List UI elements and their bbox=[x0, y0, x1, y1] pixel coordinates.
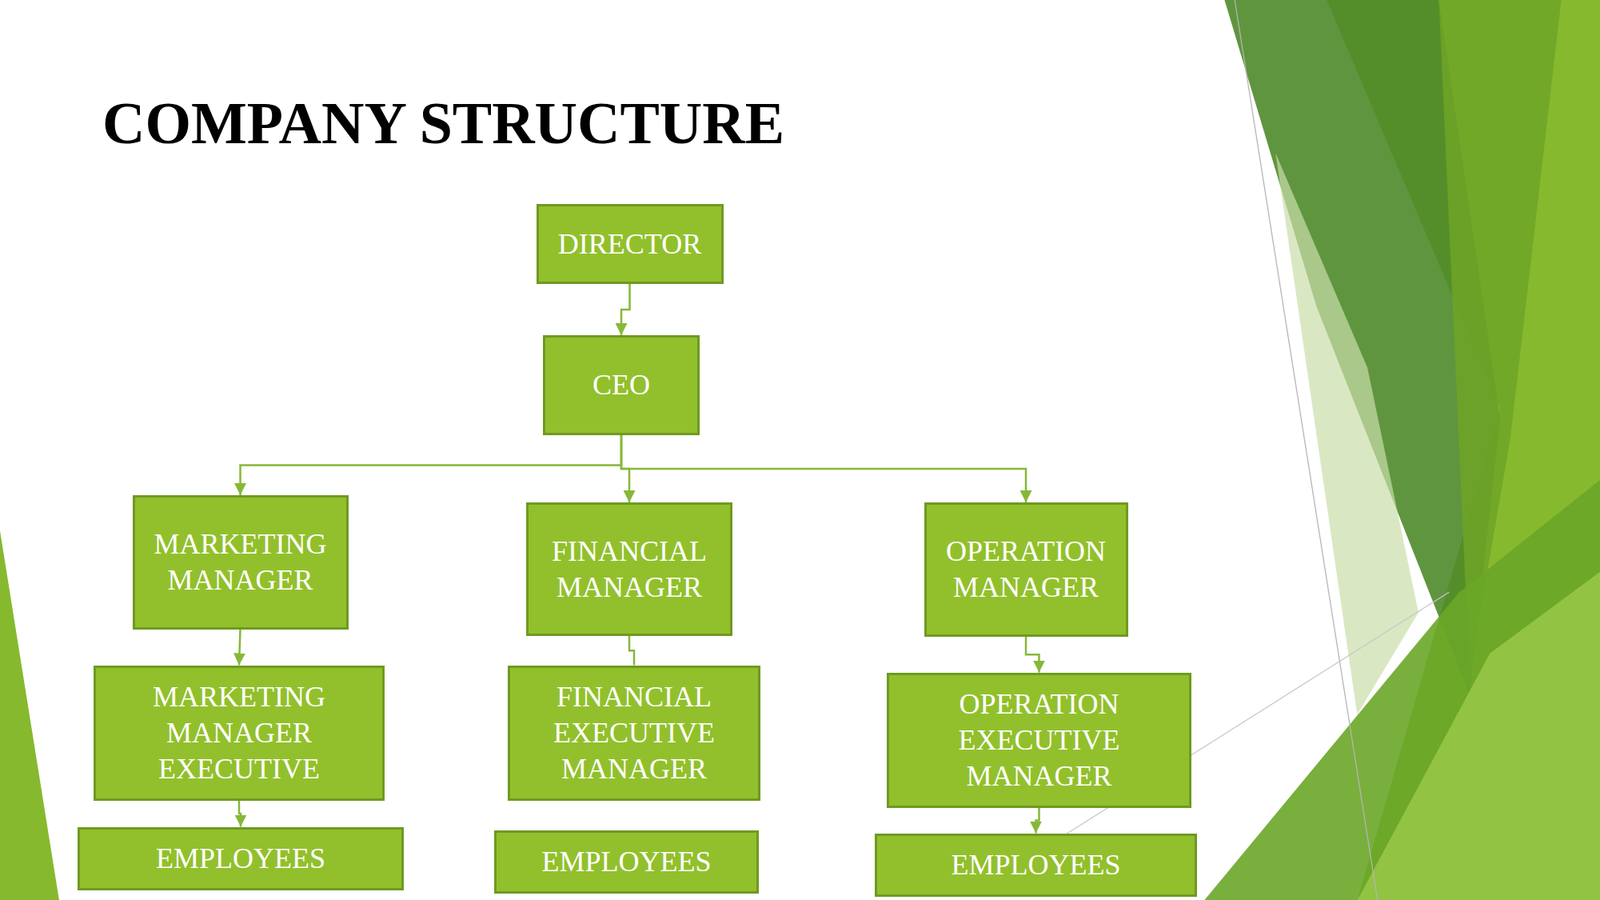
connector-arrow bbox=[240, 434, 623, 495]
org-box: MARKETING MANAGER bbox=[132, 494, 349, 630]
box-label: CEO bbox=[592, 367, 651, 403]
connector-arrow bbox=[239, 800, 241, 827]
org-box: FINANCIAL EXECUTIVE MANAGER bbox=[507, 665, 761, 801]
connector-arrow bbox=[1036, 807, 1040, 834]
org-box: EMPLOYEES bbox=[494, 829, 759, 894]
org-box: EMPLOYEES bbox=[77, 826, 404, 890]
box-label: MARKETING MANAGER EXECUTIVE bbox=[95, 678, 383, 787]
box-label: FINANCIAL EXECUTIVE MANAGER bbox=[510, 678, 759, 787]
org-box: FINANCIAL MANAGER bbox=[526, 502, 733, 636]
org-box: CEO bbox=[542, 335, 700, 435]
org-box: DIRECTOR bbox=[536, 203, 724, 284]
box-label: OPERATION MANAGER bbox=[926, 533, 1126, 606]
box-label: EMPLOYEES bbox=[155, 840, 326, 877]
box-label: EMPLOYEES bbox=[541, 843, 711, 880]
light-green-band bbox=[1356, 571, 1600, 900]
green-band bbox=[1204, 479, 1600, 900]
box-label: FINANCIAL MANAGER bbox=[528, 533, 731, 606]
connector-arrow bbox=[629, 635, 635, 666]
box-label: OPERATION EXECUTIVE MANAGER bbox=[889, 686, 1190, 795]
box-label: DIRECTOR bbox=[558, 226, 702, 263]
light-green-band bbox=[1275, 152, 1419, 715]
org-box: OPERATION MANAGER bbox=[924, 502, 1129, 637]
org-box: OPERATION EXECUTIVE MANAGER bbox=[886, 672, 1192, 808]
box-label: MARKETING MANAGER bbox=[135, 526, 347, 599]
green-band bbox=[0, 530, 60, 900]
connector-arrow bbox=[1025, 636, 1040, 673]
thin-line bbox=[1234, 0, 1378, 900]
box-label: EMPLOYEES bbox=[950, 846, 1121, 883]
connector-arrow bbox=[239, 629, 241, 666]
connector-arrow bbox=[621, 283, 631, 336]
connector-arrow bbox=[621, 434, 1026, 503]
page-title: COMPANY STRUCTURE bbox=[102, 89, 785, 158]
org-box: EMPLOYEES bbox=[874, 833, 1198, 897]
org-box: MARKETING MANAGER EXECUTIVE bbox=[93, 665, 385, 801]
